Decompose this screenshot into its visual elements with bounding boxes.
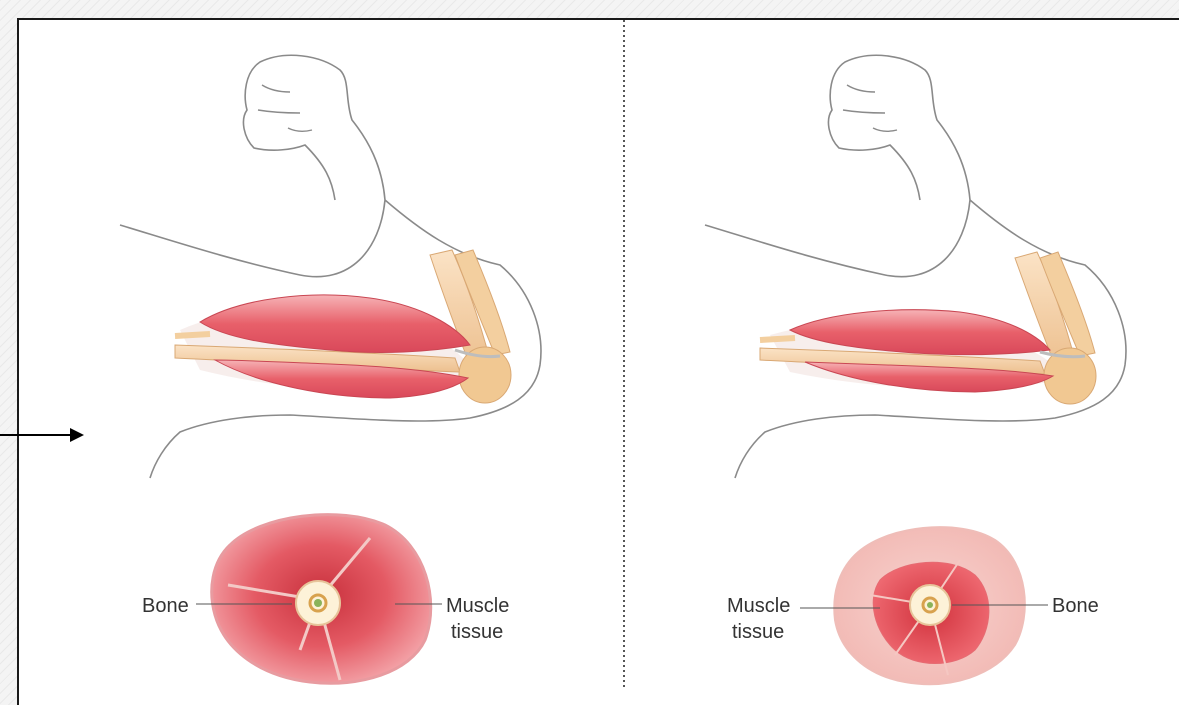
right-cross-section [800, 527, 1048, 684]
left-bone-label: Bone [142, 595, 189, 617]
left-muscle-label-line2: tissue [451, 621, 503, 643]
right-muscle-label-line2: tissue [732, 621, 784, 643]
left-muscle-label-line1: Muscle [446, 595, 509, 617]
left-cross-section [196, 515, 442, 684]
right-arm-illustration [705, 55, 1126, 478]
left-arm-illustration [120, 55, 541, 478]
right-bone-label: Bone [1052, 595, 1099, 617]
pointer-arrow [0, 428, 84, 442]
right-muscle-label-line1: Muscle [727, 595, 790, 617]
